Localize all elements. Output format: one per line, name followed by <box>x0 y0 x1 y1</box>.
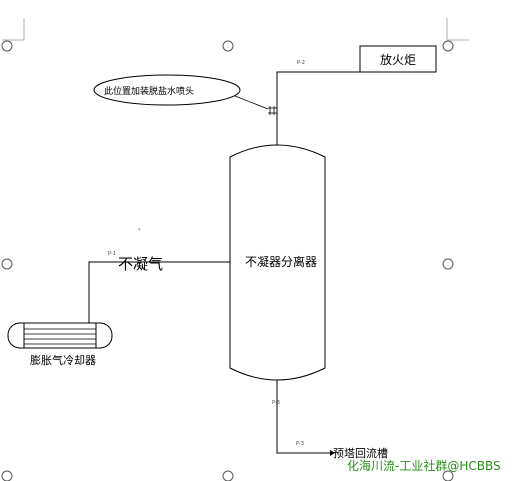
separator-vessel <box>229 144 326 381</box>
crop-mark-top-right <box>446 18 469 41</box>
watermark: 化海川流-工业社群@HCBBS <box>347 459 501 473</box>
gas-pipe <box>88 261 230 323</box>
bottom-pipe <box>276 380 330 454</box>
callout-note: 此位置加装脱盐水喷头 <box>104 85 194 97</box>
cooler <box>7 322 113 349</box>
arrow-head-icon <box>330 450 335 456</box>
margin-circle <box>1 258 13 270</box>
margin-circle <box>222 470 234 481</box>
tube-bundle-icon <box>24 328 96 345</box>
margin-circle <box>442 470 454 481</box>
gas-label: 不凝气 <box>118 255 163 273</box>
margin-circle <box>1 40 13 52</box>
callout-ellipse <box>93 74 241 106</box>
crop-marks <box>2 18 469 41</box>
callout-leader <box>234 95 269 110</box>
margin-circle <box>1 470 13 481</box>
cooler-label: 膨胀气冷却器 <box>30 353 96 367</box>
margin-circles <box>1 40 454 481</box>
flare-line-tag: P-2 <box>297 60 305 66</box>
margin-circle <box>442 258 454 270</box>
flare-pipe <box>276 71 360 150</box>
margin-circle <box>222 40 234 52</box>
margin-circle <box>442 40 454 52</box>
spray-nozzle-icon <box>268 106 277 115</box>
return-tank-label: 预塔回流槽 <box>333 446 388 460</box>
gas-line-tag: P-1 <box>108 251 116 257</box>
crop-mark-top-left <box>2 18 25 41</box>
return-line-tag: P-3 <box>296 441 304 447</box>
separator-label: 不凝器分离器 <box>245 254 317 269</box>
flare-label: 放火炬 <box>380 52 416 67</box>
flare-box <box>359 45 437 73</box>
asterisk-mark: * <box>138 228 141 234</box>
bottom-line-tag: P-3 <box>272 400 280 406</box>
